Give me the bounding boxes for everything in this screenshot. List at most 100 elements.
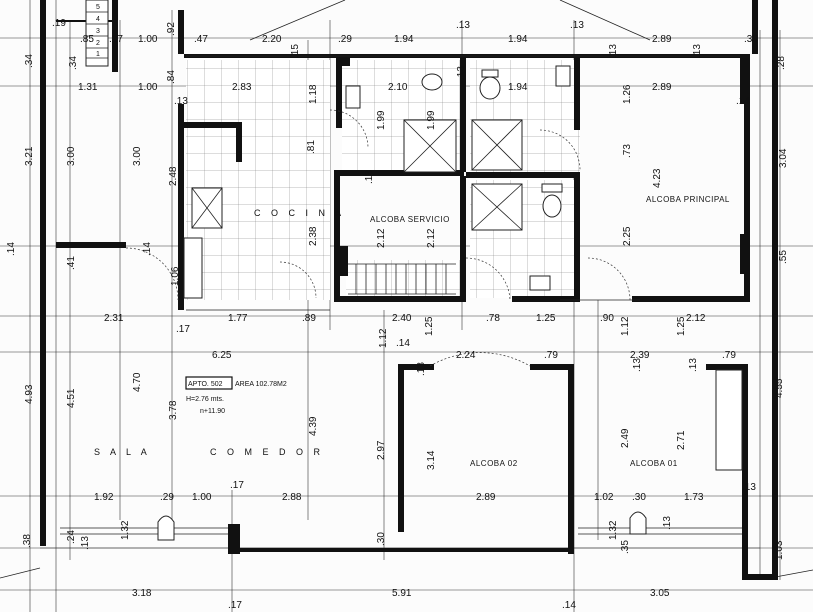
room-labels: C O C I N A ALCOBA SERVICIO ALCOBA PRINC… [94,195,729,468]
toilet-icon [542,194,562,218]
dim-text: 3.00 [66,146,77,166]
dim-text: 4.55 [774,378,785,398]
dim-text: .29 [160,492,174,503]
dim-text: 1.03 [774,540,785,560]
dim-text: .13 [456,20,470,31]
dim-text: 3.14 [426,450,437,470]
fixtures [157,65,743,541]
dim-text: .13 [662,516,673,530]
dim-text: .14 [562,600,576,611]
dim-text: .41 [66,256,77,270]
dim-text: .13 [608,44,619,58]
dim-text: 2.38 [308,226,319,246]
dim-text: .13 [692,44,703,58]
stair-step-1: 5 [96,4,100,11]
dim-text: 2.20 [262,34,282,45]
dimension-text-vertical: .34 .34 .92 .84 .15 1.18 .13 .13 .13 1.2… [6,22,789,560]
dim-text: .35 [620,540,631,554]
dim-text: .13 [688,358,699,372]
dim-text: 2.12 [376,228,387,248]
dim-text: 3.18 [132,588,152,599]
dim-text: .30 [376,532,387,546]
dim-text: 4.23 [652,168,663,188]
room-label-alcoba-servicio: ALCOBA SERVICIO [370,215,450,224]
dimension-text-horizontal: .19 .85 .27 1.00 .47 2.20 .29 1.94 .13 1… [52,18,758,611]
dim-text: .13 [80,536,91,550]
stair-step-2: 4 [96,16,100,23]
column-icon [629,511,647,535]
dim-text: .55 [778,250,789,264]
dim-text: 1.92 [94,492,114,503]
dim-text: 1.12 [378,328,389,348]
window-lines [60,55,742,535]
dim-text: 2.39 [630,350,650,361]
dim-text: .14 [396,338,410,349]
sink-icon [345,85,361,109]
dim-text: .79 [544,350,558,361]
dim-text: 3.78 [168,400,179,420]
sink-icon [555,65,571,87]
dim-text: .79 [722,350,736,361]
toilet-icon [421,73,443,91]
dim-text: .85 [80,34,94,45]
room-label-cocina: C O C I N A [254,208,345,218]
dim-text: 4.70 [132,372,143,392]
unit-area: AREA 102.78M2 [235,381,287,388]
stair-step-5: 1 [96,51,100,58]
column-icon [157,515,175,541]
dim-text: .19 [52,18,66,29]
dim-text: .13 [570,20,584,31]
dim-text: 2.12 [426,228,437,248]
dim-text: .34 [24,54,35,68]
dim-text: 1.99 [376,110,387,130]
dim-text: 1.77 [228,313,248,324]
dim-text: 2.25 [622,226,633,246]
toilet-icon [479,76,501,100]
dim-text: 1.00 [192,492,212,503]
unit-info: APTO. 502 AREA 102.78M2 H=2.76 mts. n+11… [185,376,287,415]
dim-text: .13 [174,96,188,107]
dim-text: 2.89 [652,82,672,93]
dim-text: .90 [600,313,614,324]
dim-text: .28 [776,56,787,70]
dim-text: 2.31 [104,313,124,324]
closet-icon [715,369,743,471]
room-label-alcoba-01: ALCOBA 01 [630,459,678,468]
dim-text: 1.32 [608,520,619,540]
dim-text: .13 [364,170,375,184]
dim-text: .17 [228,600,242,611]
dim-text: 3.04 [778,148,789,168]
dim-text: 2.48 [168,166,179,186]
dim-text: 1.25 [536,313,556,324]
stair-step-4: 2 [96,40,100,47]
dim-text: 1.25 [676,316,687,336]
dim-text: 1.18 [308,84,319,104]
dim-text: 1.99 [426,110,437,130]
unit-level: n+11.90 [200,408,225,415]
dim-text: .13 [456,66,467,80]
dim-text: 6.25 [212,350,232,361]
dim-text: 2.12 [686,313,706,324]
dim-text: 5.91 [392,588,412,599]
dim-text: .33 [744,34,758,45]
stair: 5 4 3 2 1 [85,0,109,67]
room-label-comedor: C O M E D O R [210,447,324,457]
unit-number: APTO. 502 [188,381,223,388]
dim-text: .47 [194,34,208,45]
dim-text: .34 [68,56,79,70]
dim-text: .14 [6,242,17,256]
dim-text: 1.73 [684,492,704,503]
dim-text: 1.94 [508,82,528,93]
dim-text: .15 [290,44,301,58]
dim-text: 1.94 [394,34,414,45]
dim-text: 1.00 [138,34,158,45]
dim-text: 4.51 [66,388,77,408]
dim-text: 2.49 [620,428,631,448]
dim-text: .13 [416,362,427,376]
door-swings [125,109,631,367]
dim-text: 1.26 [622,84,633,104]
dim-text: 4.39 [308,416,319,436]
dim-text: .14 [142,242,153,256]
dim-text: .27 [109,34,123,45]
dim-text: .24 [66,530,77,544]
